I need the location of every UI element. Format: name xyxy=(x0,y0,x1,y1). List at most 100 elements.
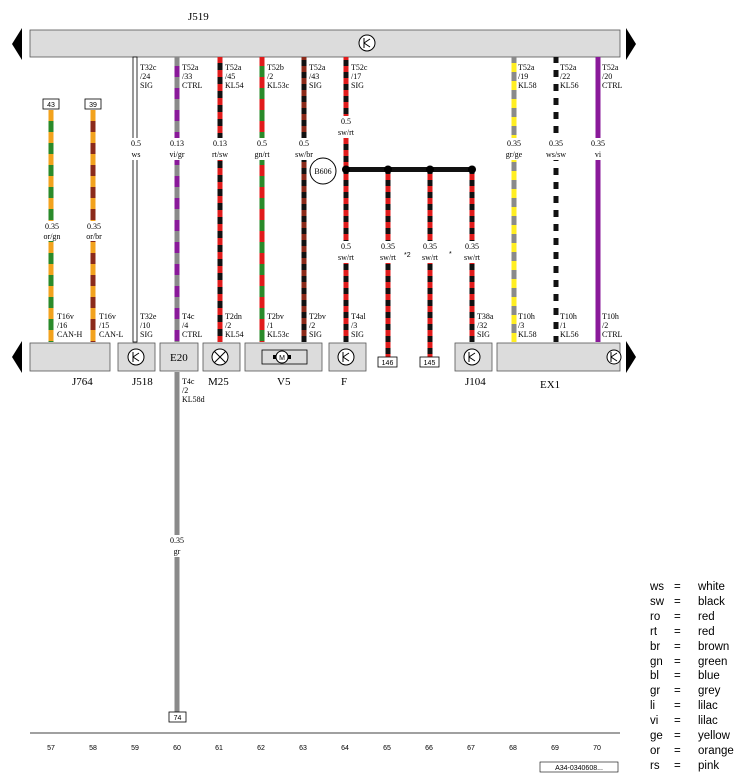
svg-text:/15: /15 xyxy=(99,321,109,330)
svg-text:T52b: T52b xyxy=(267,63,284,72)
svg-text:CAN-L: CAN-L xyxy=(99,330,124,339)
svg-text:SIG: SIG xyxy=(309,330,322,339)
svg-text:T10h: T10h xyxy=(602,312,619,321)
legend-row: bl=blue xyxy=(650,670,720,683)
right-arrow-top xyxy=(626,28,636,60)
svg-text:SIG: SIG xyxy=(477,330,490,339)
svg-text:KL54: KL54 xyxy=(225,330,244,339)
module-j104-label: J104 xyxy=(465,376,486,388)
legend-row: ge=yellow xyxy=(650,730,730,743)
svg-text:sw/rt: sw/rt xyxy=(422,253,439,262)
svg-text:70: 70 xyxy=(593,745,601,752)
legend-row: sw=black xyxy=(650,595,725,608)
svg-text:or/gn: or/gn xyxy=(44,232,61,241)
wire-66[interactable] xyxy=(427,170,433,357)
legend-row: br=brown xyxy=(650,640,730,653)
wire-61[interactable] xyxy=(217,57,223,342)
svg-text:CAN-H: CAN-H xyxy=(57,330,83,339)
svg-text:T16v: T16v xyxy=(57,312,74,321)
svg-text:SIG: SIG xyxy=(351,81,364,90)
wire-69[interactable] xyxy=(553,57,559,342)
svg-text:CTRL: CTRL xyxy=(182,330,203,339)
svg-text:0.35: 0.35 xyxy=(507,139,521,148)
switch-icon xyxy=(337,348,355,366)
module-m25-label: M25 xyxy=(208,376,229,388)
svg-text:/2: /2 xyxy=(225,321,231,330)
svg-text:A34-0340608...: A34-0340608... xyxy=(555,765,603,772)
wire-60[interactable] xyxy=(174,57,180,342)
svg-text:/2: /2 xyxy=(309,321,315,330)
wire-59[interactable] xyxy=(132,56,138,343)
svg-text:T52a: T52a xyxy=(560,63,577,72)
title-j519: J519 xyxy=(188,11,209,23)
svg-text:/3: /3 xyxy=(351,321,357,330)
wire-63[interactable] xyxy=(301,57,307,342)
terminal-tag-39: 39 xyxy=(84,98,102,110)
svg-text:T16v: T16v xyxy=(99,312,116,321)
svg-text:58: 58 xyxy=(89,745,97,752)
svg-text:or/br: or/br xyxy=(86,232,102,241)
control-unit-icon xyxy=(358,34,376,52)
svg-text:sw/rt: sw/rt xyxy=(380,253,397,262)
right-arrow-bottom xyxy=(626,341,636,373)
svg-text:/3: /3 xyxy=(518,321,524,330)
splice-bus xyxy=(346,167,472,172)
svg-text:0.5: 0.5 xyxy=(341,117,351,126)
svg-text:T10h: T10h xyxy=(518,312,535,321)
svg-text:/22: /22 xyxy=(560,72,570,81)
svg-text:KL56: KL56 xyxy=(560,330,579,339)
svg-text:/1: /1 xyxy=(560,321,566,330)
svg-text:sw/rt: sw/rt xyxy=(464,253,481,262)
module-ex1 xyxy=(496,342,621,372)
wire-70[interactable] xyxy=(595,57,601,342)
svg-text:0.35: 0.35 xyxy=(591,139,605,148)
wire-64[interactable] xyxy=(343,57,349,342)
legend-row: or=orange xyxy=(650,744,734,757)
track-numbers: 57 58 59 60 61 62 63 64 65 66 67 68 69 7… xyxy=(47,745,601,752)
wire-62[interactable] xyxy=(259,57,265,342)
svg-text:66: 66 xyxy=(425,745,433,752)
svg-text:KL58: KL58 xyxy=(518,81,537,90)
svg-text:T52a: T52a xyxy=(518,63,535,72)
wire-gauge-labels: 0.35 or/gn 0.35 or/br 0.5 ws 0.13 vi/gr … xyxy=(40,116,610,557)
wire-65[interactable] xyxy=(385,170,391,357)
svg-text:rt/sw: rt/sw xyxy=(212,150,228,159)
svg-text:KL58: KL58 xyxy=(518,330,537,339)
svg-text:0.35: 0.35 xyxy=(423,242,437,251)
terminal-tag-146: 146 xyxy=(377,356,398,368)
svg-text:ws/sw: ws/sw xyxy=(546,150,566,159)
svg-text:0.35: 0.35 xyxy=(170,536,184,545)
module-v5 xyxy=(244,342,323,372)
svg-text:T52a: T52a xyxy=(182,63,199,72)
svg-text:43: 43 xyxy=(47,102,55,109)
legend-row: li=lilac xyxy=(650,700,718,713)
svg-text:39: 39 xyxy=(89,102,97,109)
module-f-label: F xyxy=(341,376,347,388)
svg-text:0.35: 0.35 xyxy=(87,222,101,231)
svg-text:0.5: 0.5 xyxy=(341,242,351,251)
svg-text:57: 57 xyxy=(47,745,55,752)
svg-text:T2bv: T2bv xyxy=(309,312,326,321)
legend-row: vi=lilac xyxy=(650,715,718,728)
svg-text:63: 63 xyxy=(299,745,307,752)
svg-text:SIG: SIG xyxy=(351,330,364,339)
ref-mark-1: * xyxy=(449,251,452,258)
svg-text:0.35: 0.35 xyxy=(465,242,479,251)
svg-text:/16: /16 xyxy=(57,321,67,330)
svg-text:gn/rt: gn/rt xyxy=(254,150,270,159)
control-unit-icon xyxy=(463,348,481,366)
svg-text:/43: /43 xyxy=(309,72,319,81)
j519-bar xyxy=(29,29,621,58)
svg-text:0.13: 0.13 xyxy=(213,139,227,148)
svg-text:T4al: T4al xyxy=(351,312,366,321)
wire-68[interactable] xyxy=(511,57,517,342)
color-legend: ws=white sw=black ro=red rt=red br=brown… xyxy=(650,580,747,774)
svg-text:ws: ws xyxy=(132,150,141,159)
svg-text:KL56: KL56 xyxy=(560,81,579,90)
svg-text:/1: /1 xyxy=(267,321,273,330)
svg-text:T52a: T52a xyxy=(602,63,619,72)
svg-text:/24: /24 xyxy=(140,72,150,81)
svg-text:65: 65 xyxy=(383,745,391,752)
svg-text:SIG: SIG xyxy=(140,330,153,339)
